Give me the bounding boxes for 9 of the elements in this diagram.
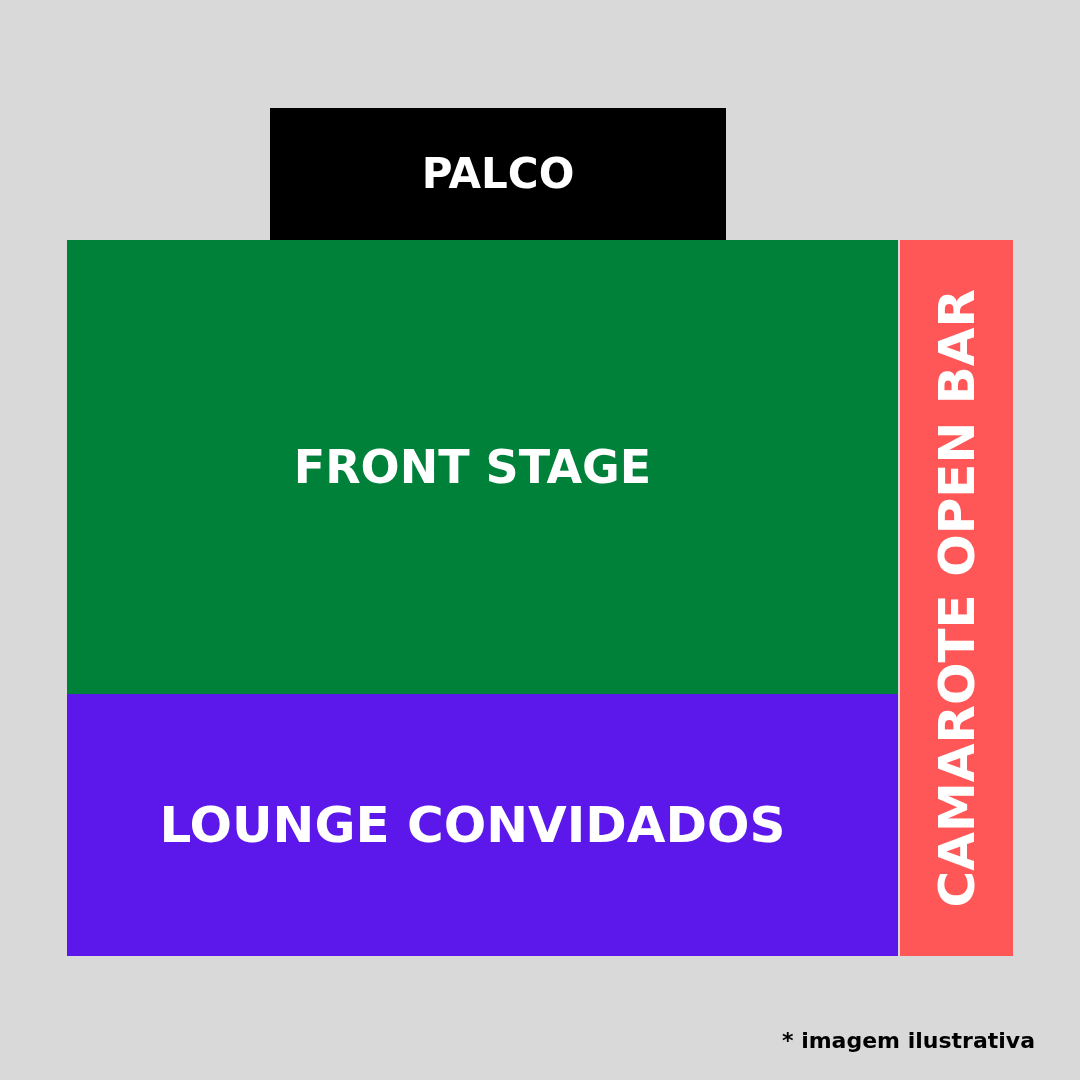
stage-block — [270, 108, 726, 240]
zone-label: FRONT STAGE — [293, 444, 652, 490]
lounge-zone — [67, 694, 898, 956]
stage-label: PALCO — [421, 153, 575, 195]
zone-label: CAMAROTE OPEN BAR — [931, 288, 982, 908]
zone-label: LOUNGE CONVIDADOS — [159, 800, 786, 850]
front-stage-zone — [67, 240, 898, 694]
footnote: * imagem ilustrativa — [781, 1030, 1035, 1052]
open-bar-zone — [900, 240, 1013, 956]
